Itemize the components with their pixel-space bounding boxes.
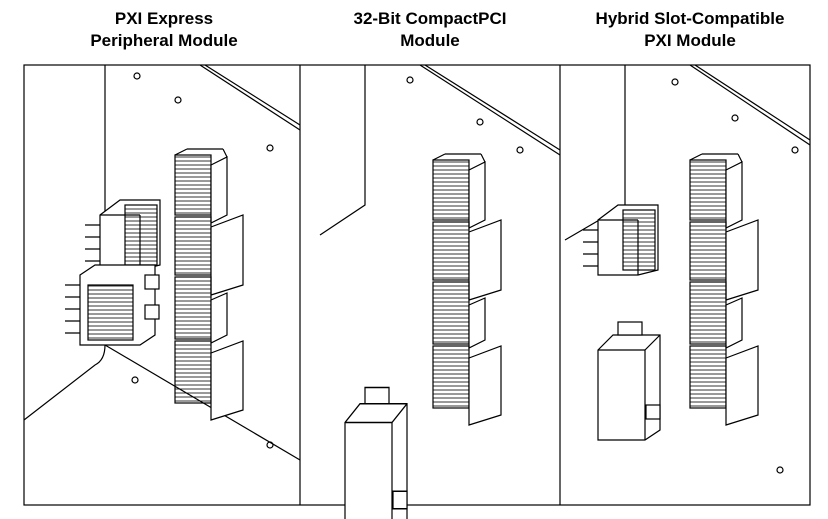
title-line: Module — [400, 31, 460, 50]
chassis-backplane — [319, 64, 561, 236]
compactpci-module-connector — [344, 386, 408, 519]
title-line: Peripheral Module — [90, 31, 238, 50]
panel-title-hybrid: Hybrid Slot-Compatible PXI Module — [560, 8, 820, 52]
title-line: PXI Module — [644, 31, 736, 50]
panel-title-compactpci: 32-Bit CompactPCI Module — [300, 8, 560, 52]
hybrid-j1-connector — [597, 321, 661, 441]
title-line: Hybrid Slot-Compatible — [595, 9, 785, 28]
outer-frame — [23, 64, 811, 506]
chassis-backplane — [564, 64, 811, 474]
panel-pxi-express-drawing — [23, 64, 301, 461]
backplane-connector — [174, 148, 244, 421]
panel-compactpci-drawing — [319, 64, 561, 519]
chassis-backplane — [23, 64, 301, 461]
backplane-connector — [689, 153, 759, 426]
hybrid-xj-connector — [582, 204, 659, 276]
panel-hybrid-drawing — [564, 64, 811, 474]
pxi-express-xj-connector — [84, 199, 161, 271]
title-line: 32-Bit CompactPCI — [353, 9, 507, 28]
panel-title-pxi-express: PXI Express Peripheral Module — [34, 8, 294, 52]
pxi-express-peripheral-connector — [65, 264, 160, 346]
backplane-connector — [432, 153, 502, 426]
title-line: PXI Express — [114, 9, 214, 28]
